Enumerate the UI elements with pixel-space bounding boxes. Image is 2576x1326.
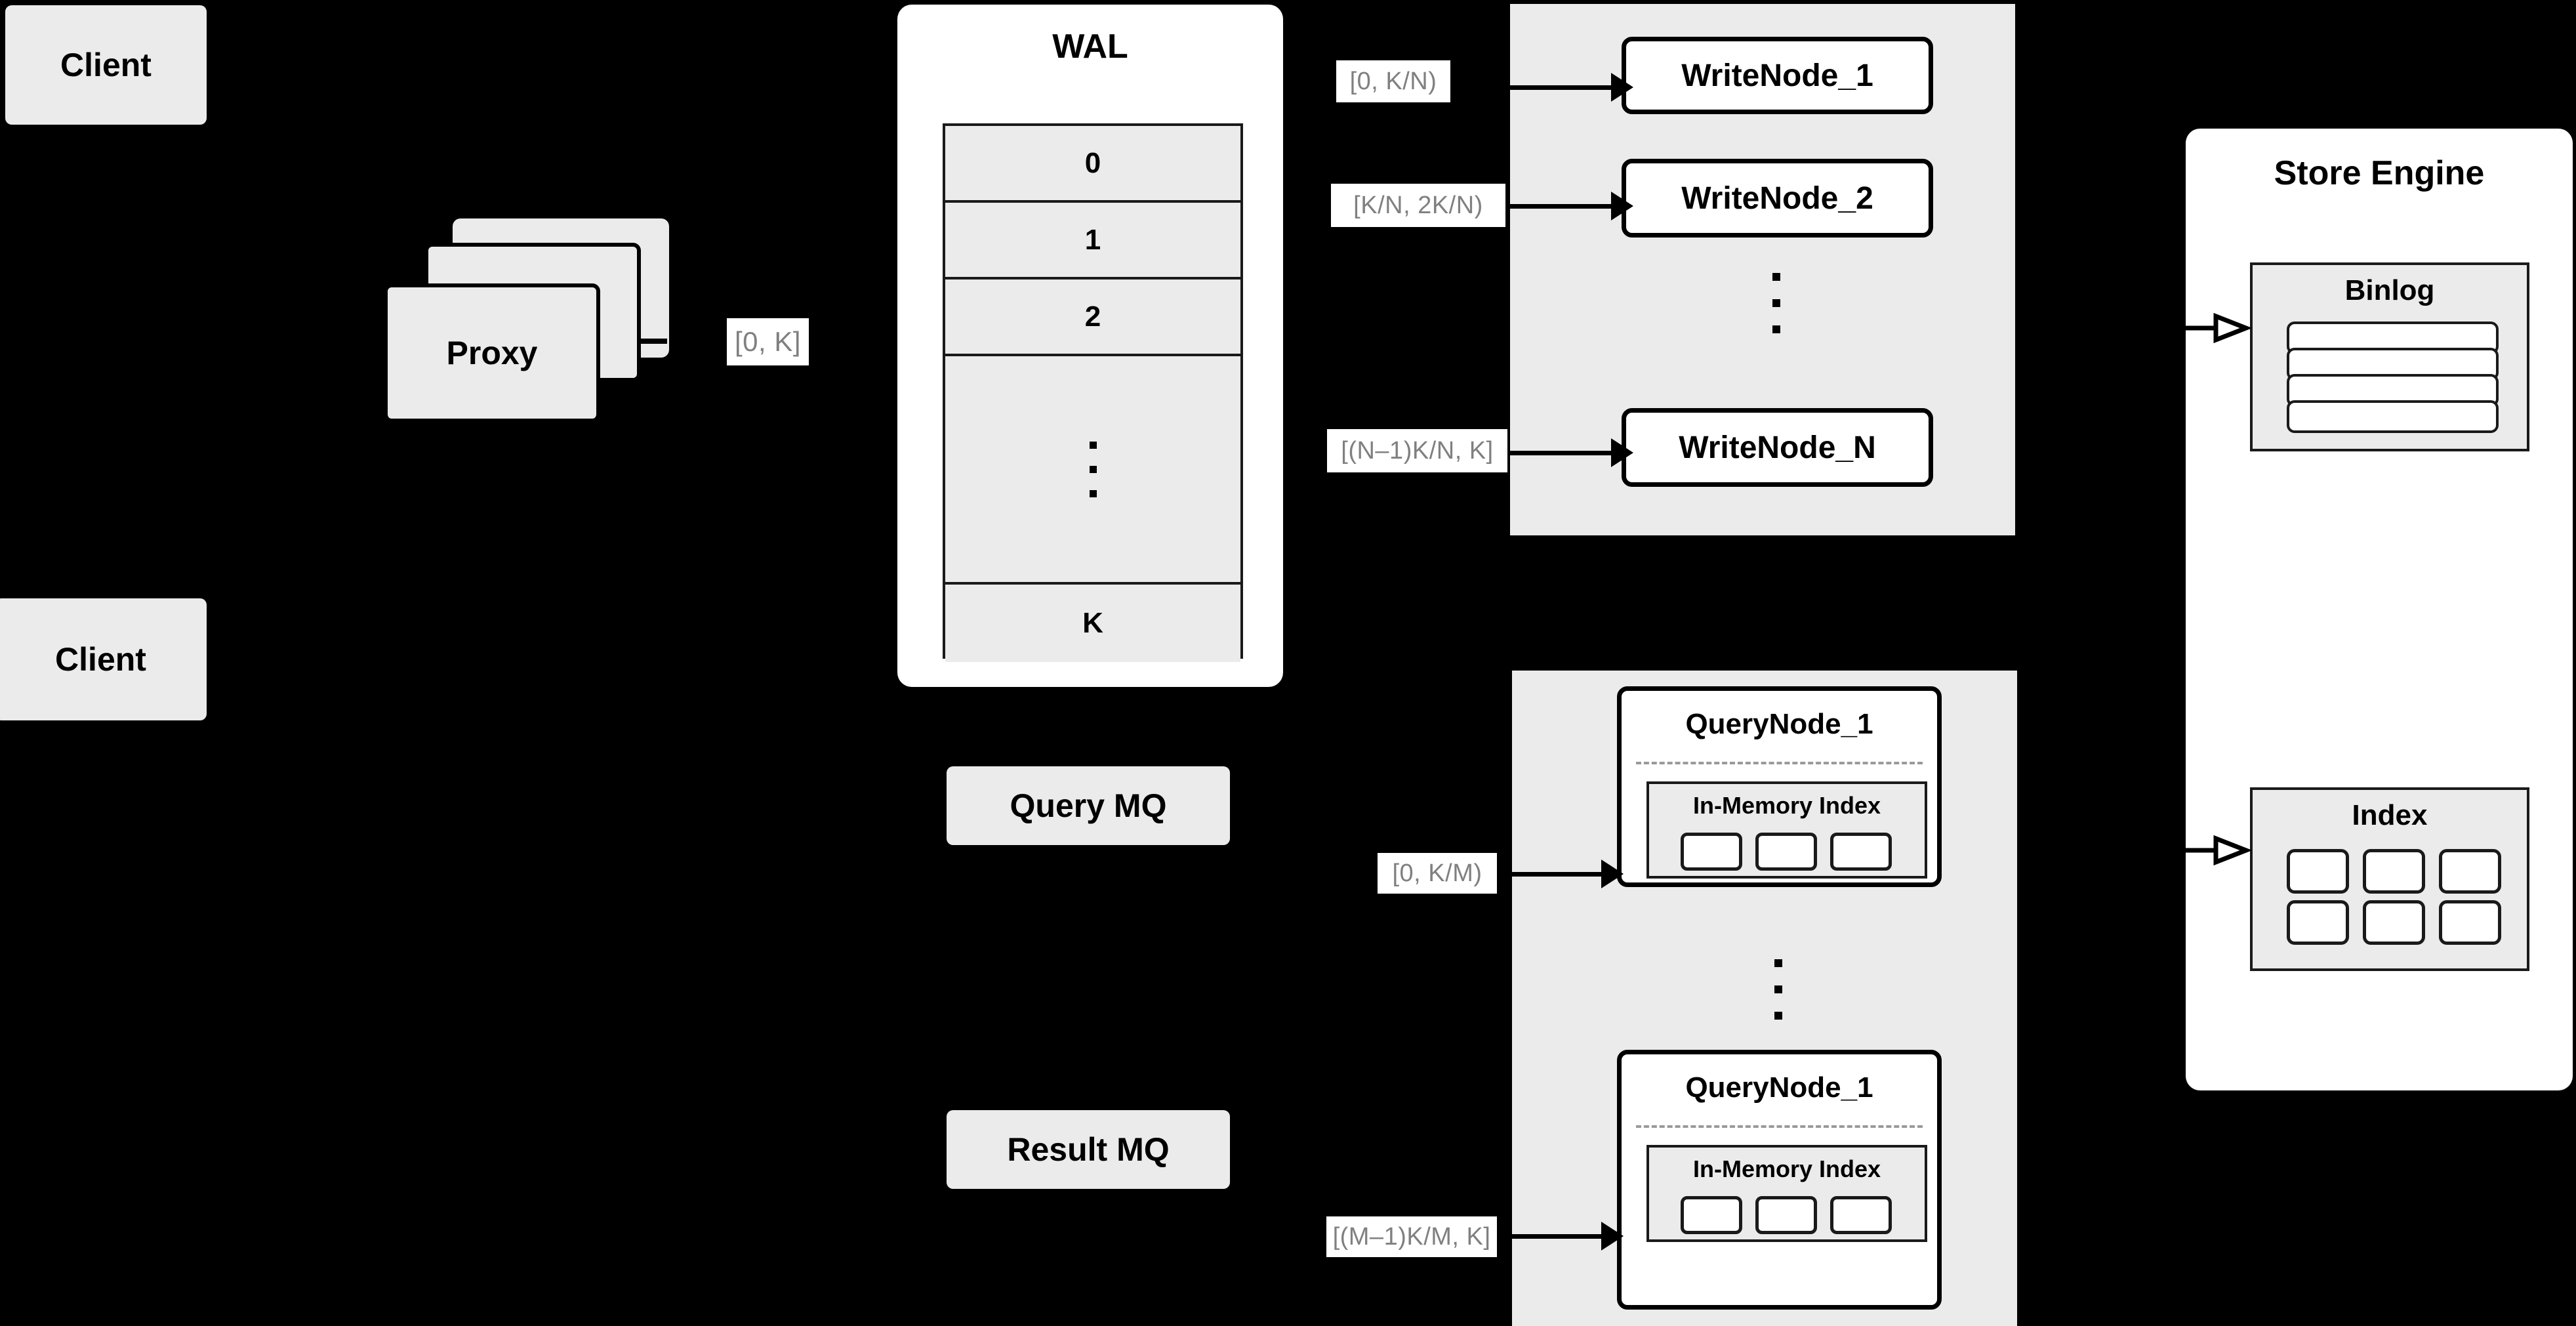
query-node-2-arrow	[1509, 1222, 1624, 1251]
write-node-1-range-label: [0, K/N)	[1336, 60, 1450, 102]
query-node-1-arrow	[1509, 860, 1624, 888]
wal-row-2: 2	[945, 280, 1240, 356]
result-mq-box[interactable]: Result MQ	[947, 1110, 1230, 1189]
query-node-1-range-label: [0, K/M)	[1378, 853, 1497, 894]
query-node-1-divider	[1636, 762, 1923, 764]
write-node-2[interactable]: WriteNode_2	[1622, 159, 1933, 238]
query-node-2[interactable]: QueryNode_1 In-Memory Index	[1617, 1050, 1942, 1310]
index-cell[interactable]	[2439, 900, 2501, 945]
client-label-2: Client	[55, 641, 146, 678]
index-cell[interactable]	[1681, 1196, 1742, 1234]
query-node-2-inmemory-index: In-Memory Index	[1646, 1145, 1927, 1242]
query-node-2-divider	[1636, 1125, 1923, 1128]
wal-row-k: K	[945, 585, 1240, 662]
store-engine-title: Store Engine	[2274, 154, 2485, 192]
index-cell[interactable]	[1830, 1196, 1892, 1234]
wal-row-1: 1	[945, 203, 1240, 280]
binlog-row[interactable]	[2287, 400, 2499, 433]
index-cell[interactable]	[1755, 833, 1817, 871]
index-cell[interactable]	[1681, 833, 1742, 871]
store-engine-panel: Store Engine Binlog Index	[2186, 129, 2573, 1090]
index-cell[interactable]	[2287, 900, 2349, 945]
write-node-n-arrow	[1509, 438, 1633, 467]
index-cell[interactable]	[1830, 833, 1892, 871]
write-node-1[interactable]: WriteNode_1	[1622, 37, 1933, 114]
write-node-n-range-label: [(N–1)K/N, K]	[1327, 429, 1507, 472]
index-cell[interactable]	[2363, 900, 2425, 945]
proxy-label: Proxy	[446, 335, 538, 371]
client-box-2[interactable]: Client	[0, 598, 207, 720]
binlog-panel: Binlog	[2250, 262, 2529, 451]
write-node-n[interactable]: WriteNode_N	[1622, 408, 1933, 487]
binlog-title: Binlog	[2344, 274, 2435, 306]
proxy-box[interactable]: Proxy	[384, 283, 600, 423]
client-label-1: Client	[60, 47, 152, 83]
query-node-2-range-label: [(M–1)K/M, K]	[1326, 1216, 1497, 1257]
in-memory-index-title-2: In-Memory Index	[1692, 1155, 1881, 1182]
binlog-inbound-arrow	[2186, 308, 2251, 348]
write-node-2-range-label: [K/N, 2K/N)	[1331, 184, 1505, 227]
wal-title: WAL	[1052, 28, 1128, 66]
index-cell[interactable]	[2439, 849, 2501, 894]
index-cell[interactable]	[2287, 849, 2349, 894]
wal-row-0: 0	[945, 126, 1240, 203]
proxy-connector-stub	[640, 339, 667, 344]
index-panel: Index	[2250, 787, 2529, 971]
query-cluster-ellipsis	[1774, 959, 1782, 1020]
query-mq-box[interactable]: Query MQ	[947, 766, 1230, 845]
query-node-1-inmemory-index: In-Memory Index	[1646, 781, 1927, 879]
index-title: Index	[2352, 799, 2428, 831]
in-memory-index-title-1: In-Memory Index	[1692, 792, 1881, 819]
write-node-cluster: WriteNode_1 WriteNode_2 WriteNode_N	[1510, 4, 2015, 535]
query-node-1-title: QueryNode_1	[1685, 708, 1873, 740]
index-cell[interactable]	[2363, 849, 2425, 894]
wal-table: 0 1 2 K	[943, 123, 1243, 662]
query-node-2-title: QueryNode_1	[1685, 1071, 1873, 1104]
client-box-1[interactable]: Client	[5, 5, 207, 125]
query-node-1[interactable]: QueryNode_1 In-Memory Index	[1617, 686, 1942, 887]
proxy-range-label: [0, K]	[727, 318, 809, 365]
index-cell[interactable]	[1755, 1196, 1817, 1234]
write-node-2-arrow	[1509, 192, 1633, 220]
wal-panel: WAL 0 1 2 K	[897, 5, 1283, 687]
write-node-1-arrow	[1509, 73, 1633, 102]
wal-row-ellipsis	[945, 356, 1240, 585]
query-node-cluster: QueryNode_1 In-Memory Index QueryNode_1 …	[1512, 671, 2017, 1326]
write-cluster-ellipsis	[1772, 273, 1780, 333]
index-inbound-arrow	[2186, 831, 2251, 870]
